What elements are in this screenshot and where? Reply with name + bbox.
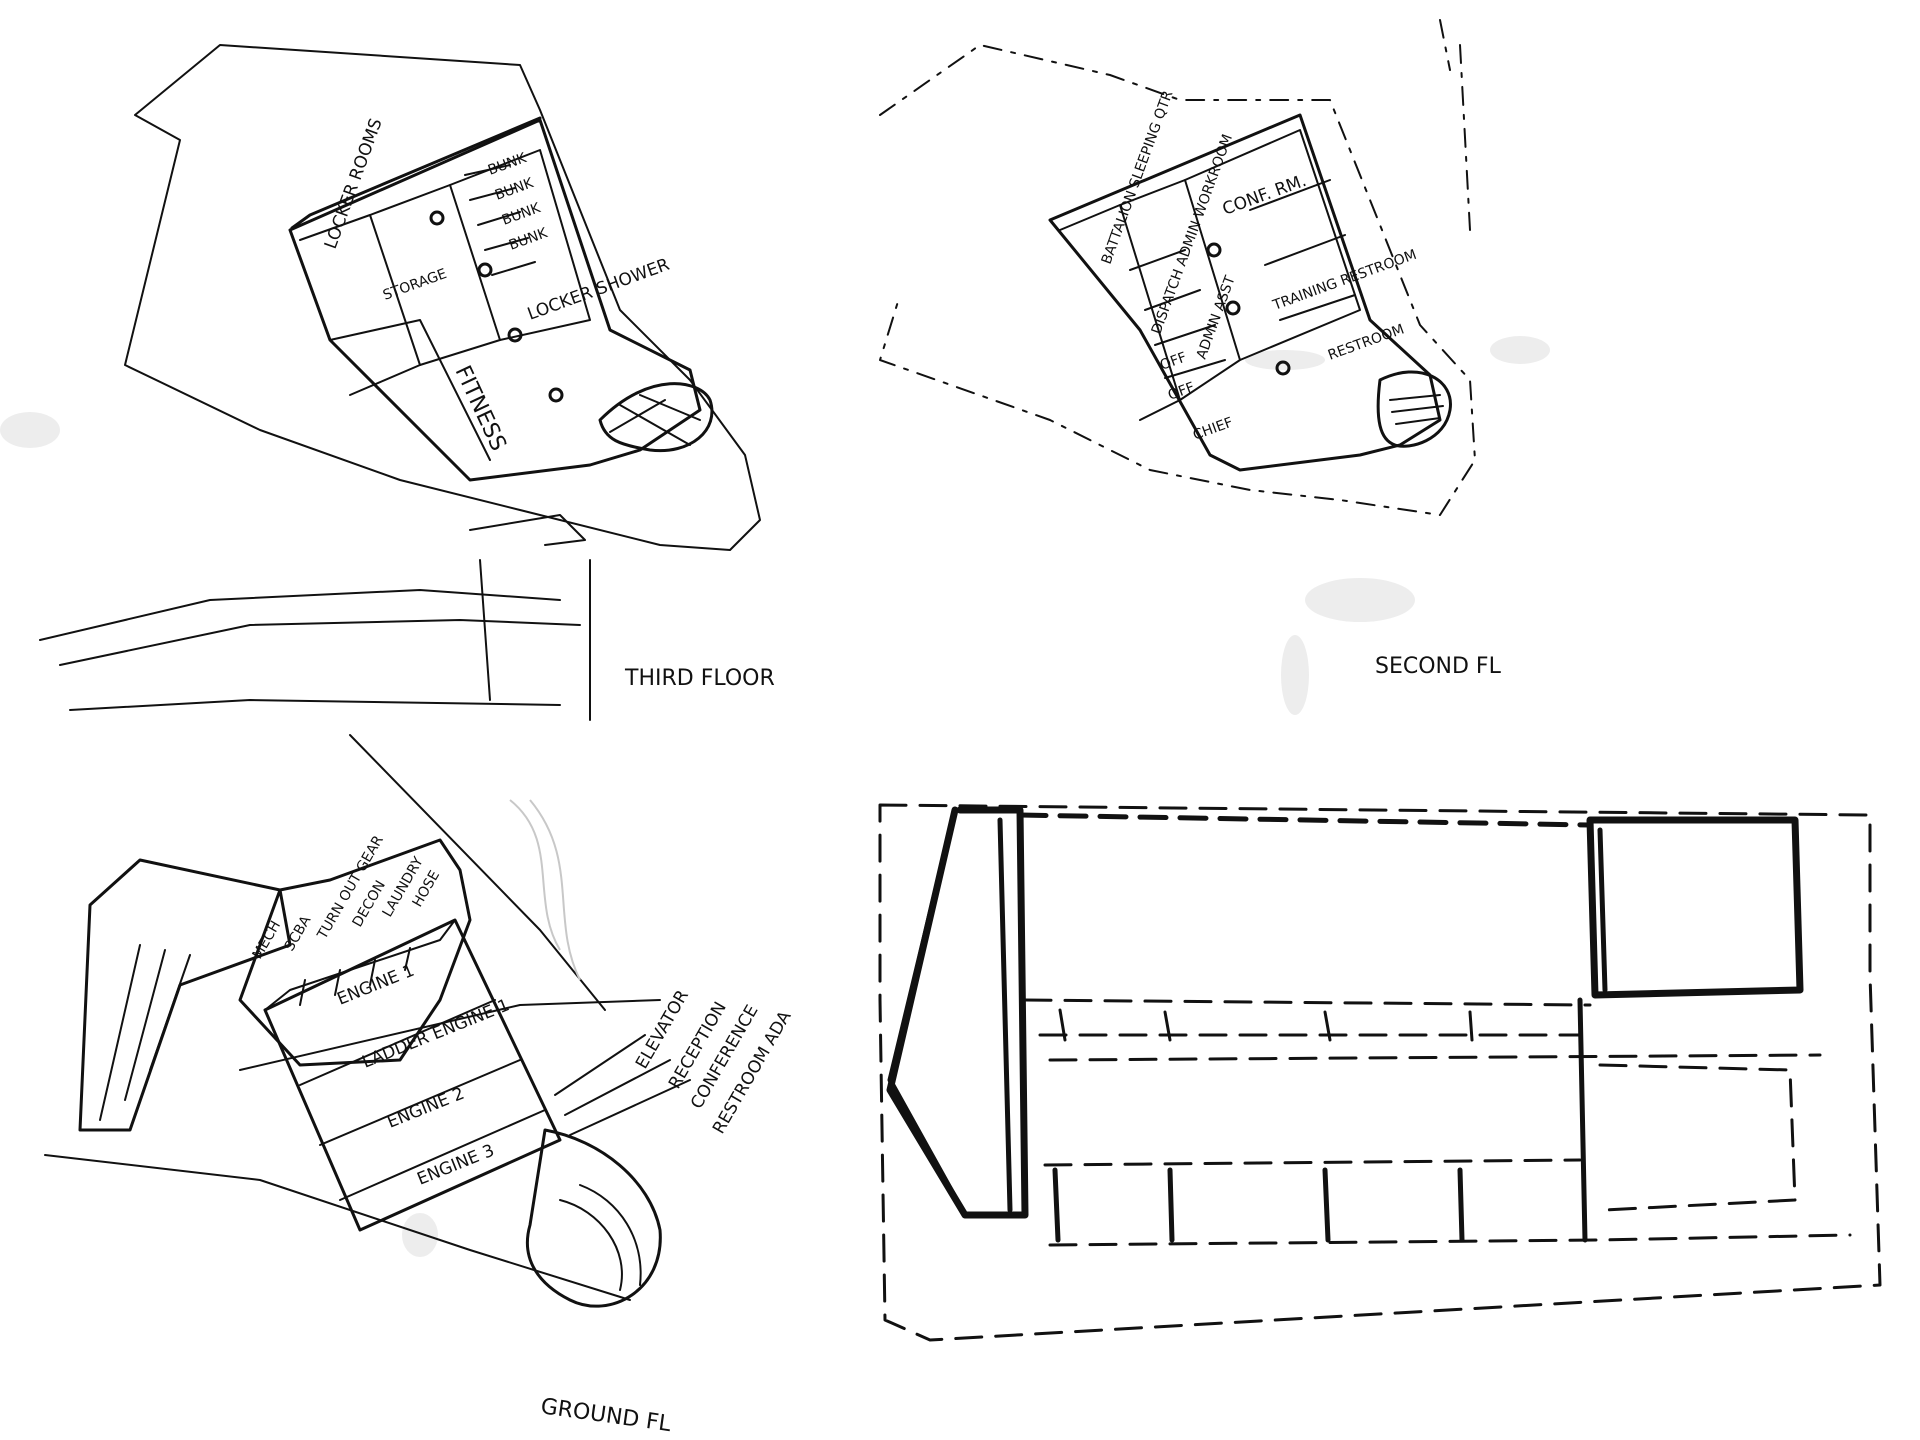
paper-smudges: [0, 336, 1550, 1257]
room-label-conf-rm: CONF. RM.: [1220, 171, 1309, 220]
ground-floor-title: GROUND FL: [539, 1394, 673, 1437]
room-label-locker-shower: LOCKER SHOWER: [525, 255, 673, 325]
third-floor-title: THIRD FLOOR: [624, 666, 775, 691]
third-floor-sketch: LOCKER ROOMS STORAGE BUNK BUNK BUNK BUNK…: [39, 44, 775, 721]
room-label-off: OFF: [1158, 349, 1189, 373]
bay-label-engine-1: ENGINE 1: [334, 961, 417, 1010]
room-label-bunk: BUNK: [507, 225, 550, 254]
room-label-bunk: BUNK: [486, 150, 529, 179]
room-label-storage: STORAGE: [381, 266, 449, 304]
room-label-locker-rooms: LOCKER ROOMS: [321, 116, 387, 252]
room-label-chief: CHIEF: [1191, 415, 1235, 444]
room-label-bunk: BUNK: [493, 175, 536, 204]
ground-floor-sketch: MECH SCBA TURN OUT GEAR DECON LAUNDRY HO…: [44, 734, 796, 1437]
bay-label-engine-3: ENGINE 3: [414, 1141, 497, 1190]
plan-sketch: [878, 803, 1882, 1342]
bay-label-engine-2: ENGINE 2: [384, 1084, 467, 1133]
second-floor-sketch: CONF. RM. BATTALION SLEEPING QTR DISPATC…: [879, 19, 1502, 679]
room-label-battalion: BATTALION SLEEPING QTR: [1099, 88, 1177, 266]
room-label-training: TRAINING RESTROOM: [1270, 247, 1419, 314]
label-mech: MECH: [250, 918, 284, 962]
room-label-admin-asst: ADMIN ASST: [1194, 273, 1239, 361]
second-floor-title: SECOND FL: [1375, 654, 1502, 679]
room-label-bunk: BUNK: [500, 200, 543, 229]
